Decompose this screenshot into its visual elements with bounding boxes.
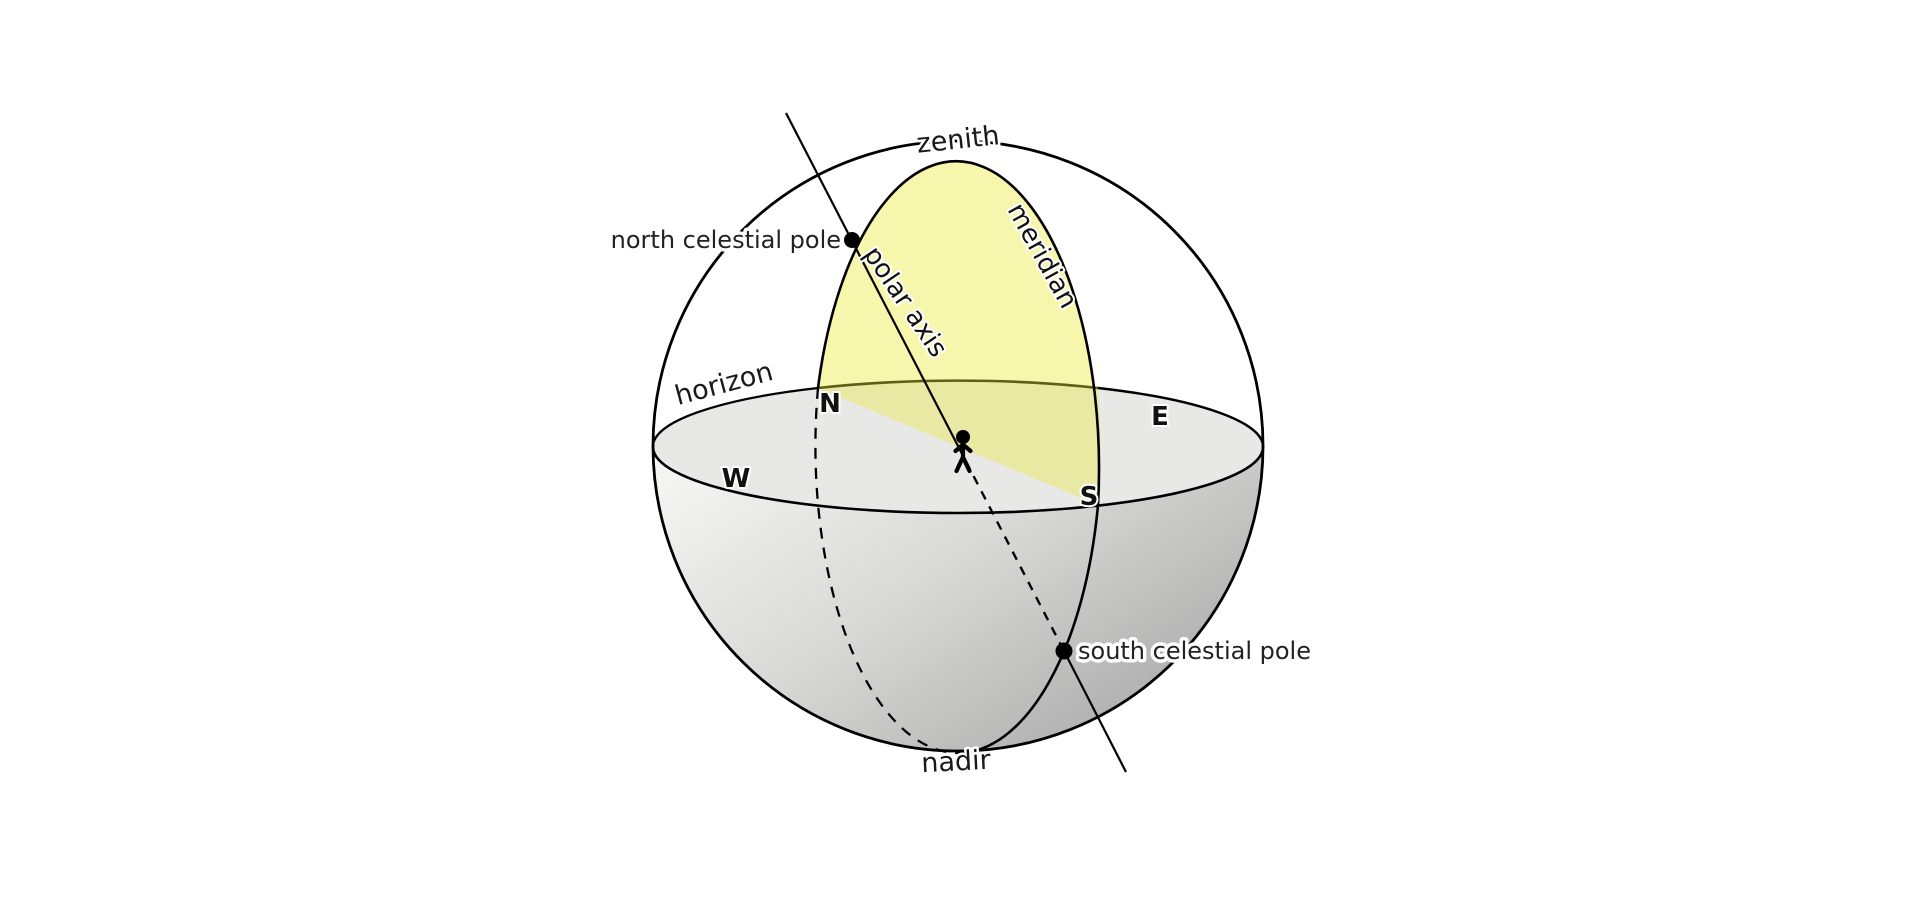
meridian-hidden-arc xyxy=(814,387,959,755)
polar-axis-line-lower xyxy=(1063,650,1127,773)
celestial-sphere-outline xyxy=(651,139,1265,753)
horizon-back-edge-through-meridian xyxy=(817,379,1099,390)
horizon-front-edge xyxy=(651,446,1265,515)
north-celestial-pole-dot xyxy=(844,232,860,248)
observer-head xyxy=(956,430,970,444)
polar-axis-line-hidden xyxy=(956,445,1066,652)
observer-figure xyxy=(953,430,973,474)
lower-hemisphere-surface xyxy=(653,447,1263,752)
cardinal-south-label: S xyxy=(1080,482,1099,512)
horizon-back-edge-left xyxy=(651,386,819,448)
cardinal-west-label: W xyxy=(722,464,751,494)
south-celestial-pole-dot xyxy=(1055,642,1073,660)
cardinal-east-label: E xyxy=(1151,402,1169,432)
meridian-lower-arc xyxy=(957,504,1100,755)
meridian-upper-arc xyxy=(816,159,1101,506)
nadir-label: nadir xyxy=(921,745,993,780)
south-celestial-pole-label: south celestial pole xyxy=(1078,637,1311,665)
polar-axis-line-upper xyxy=(785,112,959,447)
horizon-back-edge-right xyxy=(1097,386,1265,448)
observer-body xyxy=(953,440,973,474)
cardinal-north-label: N xyxy=(819,389,841,419)
north-celestial-pole-label: north celestial pole xyxy=(611,226,841,254)
